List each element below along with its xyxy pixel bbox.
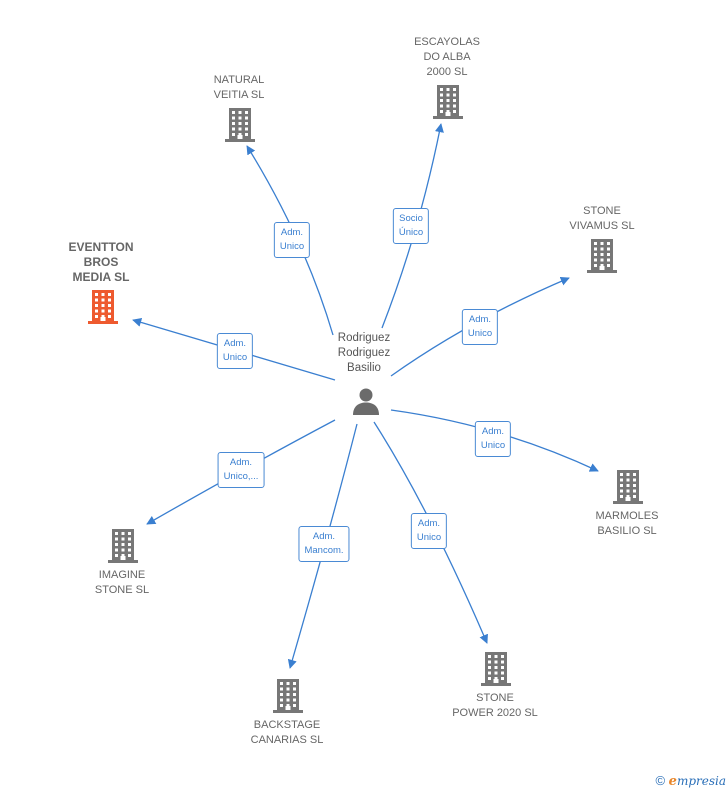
company-label-stone-vivamus[interactable]: STONE VIVAMUS SL xyxy=(569,205,635,232)
building-icon[interactable] xyxy=(481,652,511,691)
relation-tag-marmoles-basilio[interactable]: Adm. Unico xyxy=(474,421,512,457)
building-icon[interactable] xyxy=(613,470,643,509)
building-icon[interactable] xyxy=(108,529,138,568)
person-icon[interactable] xyxy=(351,386,381,421)
company-label-imagine-stone[interactable]: IMAGINE STONE SL xyxy=(94,569,150,596)
company-label-backstage-canarias[interactable]: BACKSTAGE CANARIAS SL xyxy=(250,719,324,746)
brand-name: mpresia xyxy=(676,774,726,788)
relation-tag-eventton[interactable]: Adm. Unico xyxy=(216,333,254,369)
company-label-eventton[interactable]: EVENTTON BROS MEDIA SL xyxy=(68,240,134,284)
relation-tag-stone-vivamus[interactable]: Adm. Unico xyxy=(461,309,499,345)
company-label-marmoles-basilio[interactable]: MARMOLES BASILIO SL xyxy=(595,510,659,537)
footer-brand: © empresia xyxy=(655,773,726,789)
copyright-symbol: © xyxy=(655,773,666,788)
building-icon[interactable] xyxy=(88,290,118,329)
empresia-logo-icon: e xyxy=(668,774,677,789)
relation-tag-escayolas[interactable]: Socio Único xyxy=(392,208,430,244)
relation-tag-natural-veitia[interactable]: Adm. Unico xyxy=(273,222,311,258)
company-label-stone-power[interactable]: STONE POWER 2020 SL xyxy=(452,692,538,719)
center-person-label[interactable]: Rodriguez Rodriguez Basilio xyxy=(337,332,391,374)
building-icon[interactable] xyxy=(273,679,303,718)
relation-tag-stone-power[interactable]: Adm. Unico xyxy=(410,513,448,549)
company-label-escayolas[interactable]: ESCAYOLAS DO ALBA 2000 SL xyxy=(414,36,480,78)
building-icon[interactable] xyxy=(225,108,255,147)
building-icon[interactable] xyxy=(433,85,463,124)
relation-tag-imagine-stone[interactable]: Adm. Unico,... xyxy=(217,452,265,488)
relation-tag-backstage-canarias[interactable]: Adm. Mancom. xyxy=(298,526,350,562)
company-label-natural-veitia[interactable]: NATURAL VEITIA SL xyxy=(213,74,265,101)
building-icon[interactable] xyxy=(587,239,617,278)
